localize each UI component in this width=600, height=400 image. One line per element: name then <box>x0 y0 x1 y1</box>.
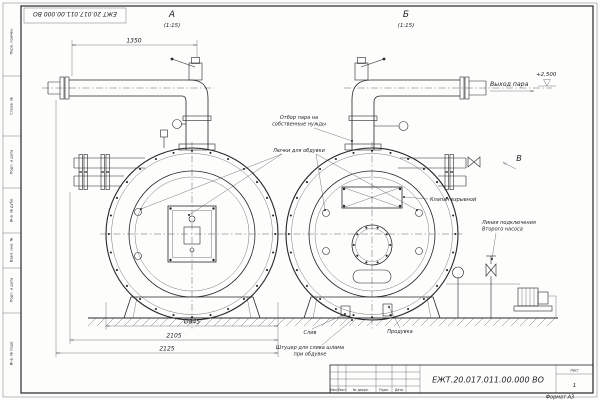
frame-label-3: Подп. и дата <box>10 150 14 174</box>
frame-label-6: Подп. и дата <box>10 278 14 302</box>
safety-valve-a <box>170 57 203 81</box>
burner-door <box>167 205 217 263</box>
dimensions: 1350 Ø845 2105 2125 <box>55 38 279 357</box>
view-a-label: А <box>168 10 175 20</box>
pump <box>513 287 557 318</box>
view-a-scale: (1:15) <box>164 23 181 29</box>
blow-hatch-port <box>322 247 330 255</box>
steam-tap-callout-1: Отбор пара на <box>280 115 318 121</box>
pressure-gauge-a <box>172 119 186 129</box>
pressure-gauge-stand <box>452 266 464 318</box>
pressure-gauge-b <box>374 121 409 131</box>
sheet-label: Лист <box>570 369 579 373</box>
manhole <box>351 224 393 266</box>
view-v-label: В <box>516 154 522 163</box>
title-col-podp: Подп. <box>379 388 389 392</box>
dim-top-span: 1350 <box>126 38 141 45</box>
feed-equipment <box>446 255 557 318</box>
dim-width-inner: 2105 <box>166 333 181 340</box>
callouts: Отбор пара на собственные нужды Лючки дл… <box>140 115 536 358</box>
feed-valve <box>485 255 497 318</box>
drain-callout: Слив <box>304 330 317 336</box>
dim-diameter: Ø845 <box>183 319 200 326</box>
headers-b <box>398 154 481 190</box>
blow-hatch-port <box>415 209 423 217</box>
frame-label-5: Взам. инв. № <box>10 238 14 263</box>
elevation-mark: +2,500 <box>536 72 557 78</box>
title-col-doc: № докум. <box>353 388 369 392</box>
header-valve <box>467 156 481 168</box>
view-b-label: Б <box>403 10 409 20</box>
blow-hatch-port <box>134 208 142 216</box>
steam-tap-callout-2: собственные нужды <box>272 122 326 128</box>
blow-hatch-port <box>415 247 423 255</box>
blow-hatch-port <box>322 209 330 217</box>
top-stamp-code: ЕЖТ 20.017.011.00.000 ВО <box>33 10 117 17</box>
explosion-valve <box>341 186 403 209</box>
frame-label-1: Перв. примен. <box>10 28 14 55</box>
bolt-ring-a <box>107 149 277 319</box>
frame-label-7: Инв. № подл. <box>10 341 14 366</box>
blow-hatch-port <box>134 252 142 260</box>
top-stamp: ЕЖТ 20.017.011.00.000 ВО <box>23 7 127 24</box>
frame-label-2: Справ. № <box>10 97 14 115</box>
title-col-data: Дата <box>395 388 403 392</box>
blowdown-callout: Продувка <box>387 329 412 335</box>
headers-a <box>73 154 145 190</box>
title-col-list: Лист <box>338 388 346 392</box>
drain-stub <box>340 305 351 317</box>
frame-label-4: Инв. № дубл. <box>10 198 14 223</box>
bolt-ring-b <box>287 149 457 319</box>
format-label: Формат А3 <box>546 395 574 400</box>
pump-line-callout-1: Линия подключения <box>481 220 536 226</box>
dim-width-outer: 2125 <box>159 346 174 353</box>
blowdown-stub <box>382 303 393 317</box>
explosion-valve-callout: Клапан взрывной <box>430 197 477 203</box>
view-b-boiler <box>280 57 552 330</box>
steam-outlet-label: Выход пара <box>490 81 529 88</box>
sheet-value: 1 <box>573 383 577 389</box>
title-col-izm: Изм. <box>330 388 338 392</box>
left-frame-strip: Перв. примен. Справ. № Подп. и дата Инв.… <box>3 28 21 366</box>
ground-line <box>87 317 558 327</box>
bottom-port <box>352 269 392 284</box>
doc-number: ЕЖТ.20.017.011.00.000 ВО <box>432 376 544 385</box>
safety-valve-b <box>354 57 386 81</box>
sludge-callout-2: при обдувке <box>294 352 327 358</box>
view-v-arrow: В <box>502 154 522 170</box>
title-block: Изм. Лист № докум. Подп. Дата ЕЖТ.20.017… <box>329 364 594 400</box>
sludge-callout-1: Штуцер для слива шлама <box>276 345 344 351</box>
view-b-scale: (1:15) <box>398 23 415 29</box>
pump-line-callout-2: Второго насоса <box>482 227 523 233</box>
steam-outlet-group: Выход пара +2,500 <box>490 72 557 91</box>
hatches-callout: Лючки для обдувки <box>272 148 326 154</box>
view-a-boiler <box>42 57 284 330</box>
